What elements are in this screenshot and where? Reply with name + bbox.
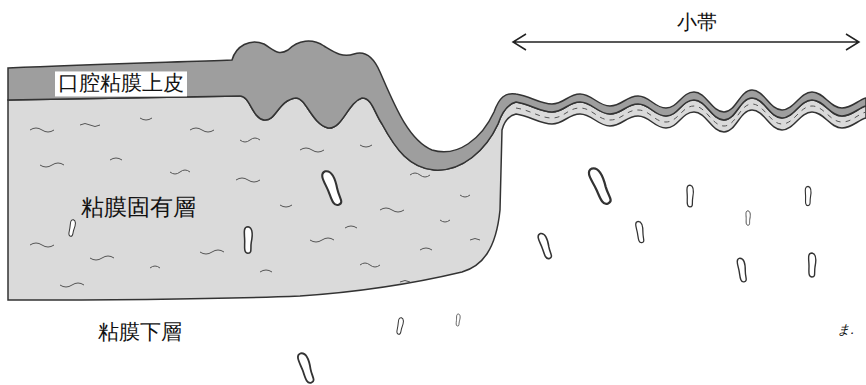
span-arrow — [513, 34, 859, 50]
vessel — [737, 258, 748, 283]
submucosa-label: 粘膜下層 — [98, 321, 182, 344]
vessel — [687, 185, 693, 207]
epithelium-label: 口腔粘膜上皮 — [55, 71, 187, 96]
lamina-propria-label: 粘膜固有層 — [81, 195, 196, 220]
vessel — [587, 166, 614, 206]
oral-epithelium — [8, 41, 866, 170]
vessel — [321, 169, 345, 206]
signature: ま. — [837, 323, 854, 337]
vessel — [297, 352, 316, 385]
vessel — [68, 219, 76, 236]
vessel — [456, 314, 461, 326]
vessel — [244, 227, 252, 253]
vessel — [746, 211, 750, 225]
lamina-propria — [8, 96, 866, 300]
vessel — [537, 232, 553, 260]
frenulum-fibers — [516, 104, 866, 126]
vessel — [809, 253, 816, 277]
frenulum-label: 小帯 — [677, 11, 717, 33]
vessel — [635, 221, 645, 243]
vessel — [396, 317, 404, 334]
vessel — [805, 186, 811, 205]
